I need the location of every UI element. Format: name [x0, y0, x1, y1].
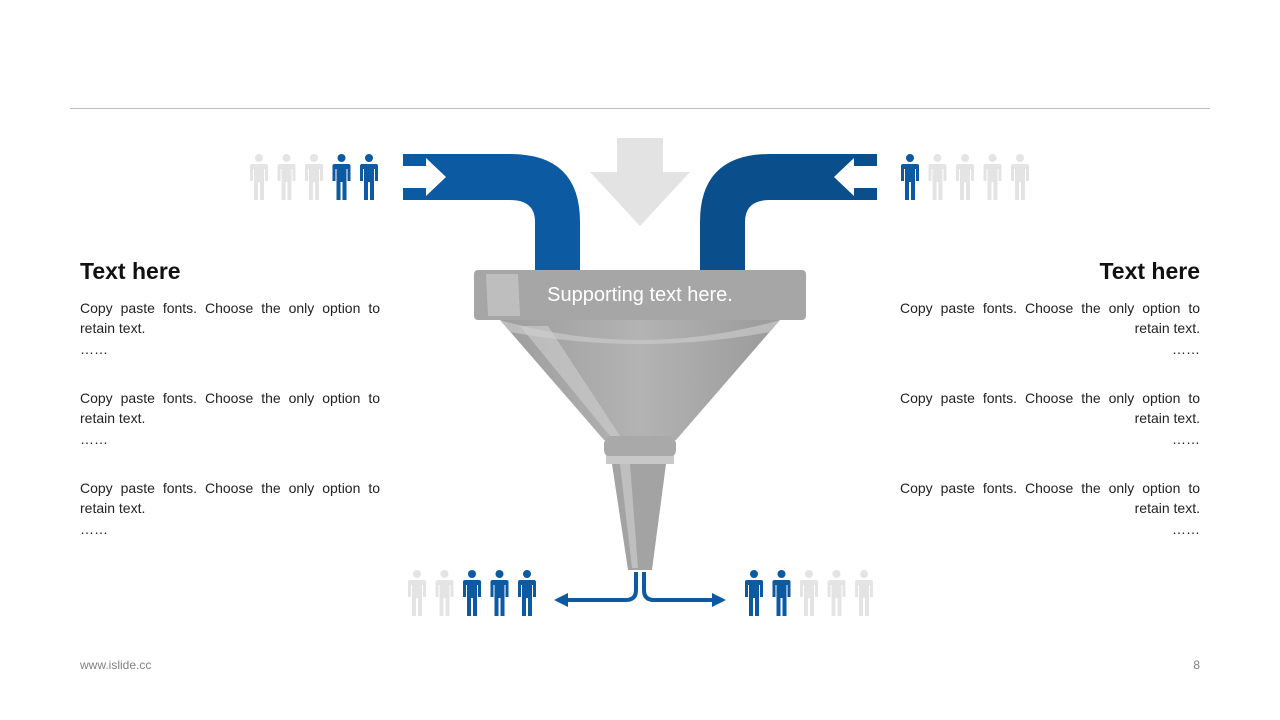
right-paragraph: Copy paste fonts. Choose the only option… [900, 300, 1200, 357]
right-paragraph: Copy paste fonts. Choose the only option… [900, 390, 1200, 447]
funnel-cone [500, 320, 780, 440]
person-icon [901, 154, 919, 200]
person-icon [518, 570, 536, 616]
right-panel-title: Text here [1099, 258, 1200, 284]
header-divider [70, 108, 1210, 109]
left-text-panel: Text here Copy paste fonts. Choose the o… [80, 256, 380, 541]
person-icon [408, 570, 426, 616]
person-icon [928, 154, 947, 200]
right-paragraph: Copy paste fonts. Choose the only option… [900, 480, 1200, 537]
person-icon [772, 570, 791, 616]
person-icon [956, 154, 974, 200]
person-icon [800, 570, 818, 616]
left-paragraph: Copy paste fonts. Choose the only option… [80, 390, 380, 447]
outflow-right-line [642, 572, 714, 602]
people-group-bottom-right [745, 570, 873, 616]
people-group-top-right [901, 154, 1029, 200]
funnel-label: Supporting text here. [547, 284, 733, 306]
person-icon [332, 154, 351, 200]
person-icon [250, 154, 268, 200]
down-arrow-icon [590, 138, 690, 226]
right-inflow-pipe [700, 154, 877, 272]
person-icon [1011, 154, 1029, 200]
outflow-right-arrow-icon [712, 593, 726, 607]
left-paragraph: Copy paste fonts. Choose the only option… [80, 300, 380, 357]
person-icon [745, 570, 763, 616]
person-icon [463, 570, 481, 616]
funnel-neck [604, 436, 676, 458]
outflow-left-line [566, 572, 638, 602]
left-panel-title: Text here [80, 258, 181, 284]
person-icon [277, 154, 296, 200]
person-icon [983, 154, 1002, 200]
person-icon [855, 570, 873, 616]
person-icon [490, 570, 509, 616]
people-group-top-left [250, 154, 378, 200]
person-icon [305, 154, 323, 200]
outflow-left-arrow-icon [554, 593, 568, 607]
person-icon [360, 154, 378, 200]
left-inflow-pipe [403, 154, 580, 272]
people-group-bottom-left [408, 570, 536, 616]
right-text-panel: Text here Copy paste fonts. Choose the o… [900, 256, 1200, 541]
funnel-spout [612, 464, 666, 570]
left-paragraph: Copy paste fonts. Choose the only option… [80, 480, 380, 537]
left-inflow-arrow-icon [403, 158, 446, 196]
person-icon [827, 570, 846, 616]
person-icon [435, 570, 454, 616]
footer-url: www.islide.cc [80, 658, 152, 672]
page-number: 8 [1193, 658, 1200, 672]
funnel-rim [474, 270, 806, 320]
right-inflow-arrow-icon [834, 158, 877, 196]
